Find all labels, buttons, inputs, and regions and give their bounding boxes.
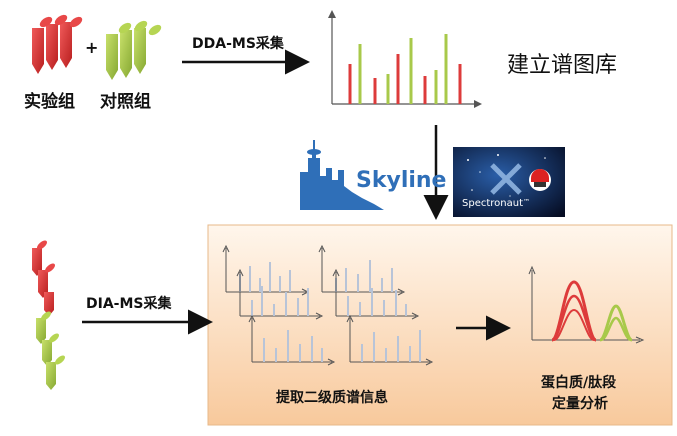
mini-spectrum [346, 314, 434, 366]
control-group-icon [106, 20, 162, 80]
dia-sample-icon [32, 240, 65, 390]
dia-ms-label: DIA-MS采集 [86, 293, 172, 313]
dia-panel [207, 224, 673, 426]
experimental-group-label: 实验组 [24, 92, 75, 112]
dda-ms-label: DDA-MS采集 [192, 36, 284, 52]
skyline-wordmark: Skyline [356, 168, 447, 193]
quant-label-line2: 定量分析 [552, 396, 608, 412]
spectronaut-wordmark: Spectronaut™ [462, 198, 531, 209]
extract-ms2-label: 提取二级质谱信息 [276, 390, 388, 406]
skyline-logo [300, 140, 384, 210]
quant-peaks-chart [528, 265, 645, 344]
mini-spectrum [248, 314, 336, 366]
extracted-spectra-grid [222, 244, 434, 366]
mini-spectrum [332, 268, 420, 320]
dda-spectrum-chart [328, 10, 482, 108]
plus-sign: + [85, 38, 99, 57]
experimental-group-icon [32, 14, 83, 74]
quant-label-line1: 蛋白质/肽段 [541, 375, 617, 391]
mini-spectrum [236, 268, 324, 320]
spectral-library-label: 建立谱图库 [507, 53, 618, 78]
spectronaut-logo [453, 147, 565, 217]
mini-spectrum [318, 244, 406, 296]
control-group-label: 对照组 [100, 92, 151, 112]
